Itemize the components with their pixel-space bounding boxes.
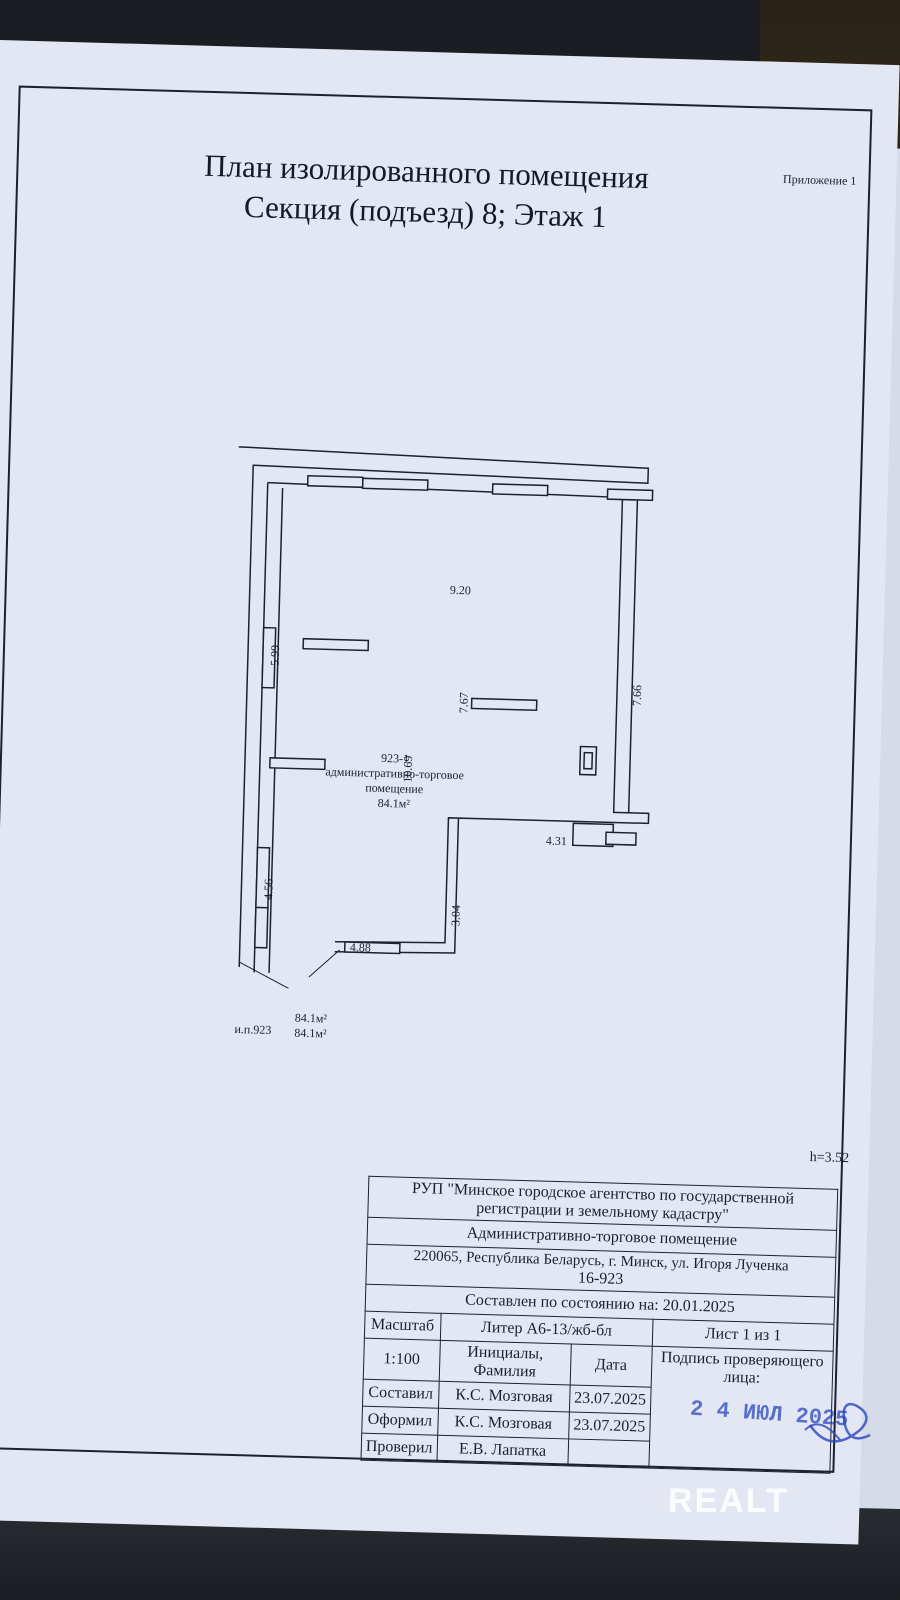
outer-walls xyxy=(238,446,650,973)
height-note: h=3.52 xyxy=(809,1150,850,1167)
role: Проверил xyxy=(360,1433,438,1463)
person-name: Е.В. Лапатка xyxy=(436,1435,569,1466)
room-label: 923-1 административно-торговое помещение… xyxy=(309,749,481,814)
role: Оформил xyxy=(361,1406,439,1436)
scale-label: Масштаб xyxy=(364,1311,441,1341)
dim-inner-center: 7.67 xyxy=(456,692,471,714)
scale-value: 1:100 xyxy=(363,1338,441,1382)
watermark: REALT xyxy=(668,1482,789,1520)
windows xyxy=(253,474,654,955)
dim-step-width: 4.31 xyxy=(545,833,568,849)
sign-date: 23.07.2025 xyxy=(568,1411,651,1442)
dim-bottom-width: 4.88 xyxy=(349,940,371,955)
dim-left-lower: 4.56 xyxy=(261,878,276,901)
sign-date: 23.07.2025 xyxy=(569,1384,651,1415)
dim-left-upper: 5.99 xyxy=(267,644,283,667)
col-initials: Инициалы, Фамилия xyxy=(438,1340,572,1385)
dim-right-height: 7.66 xyxy=(629,684,645,707)
signature-mark xyxy=(804,1402,871,1443)
person-name: К.С. Мозговая xyxy=(437,1408,570,1439)
role: Составил xyxy=(362,1379,439,1409)
title-block-table: РУП "Минское городское агентство по госу… xyxy=(360,1176,838,1474)
appendix-label: Приложение 1 xyxy=(782,171,857,188)
callout-lines xyxy=(239,949,341,989)
dim-top-width: 9.20 xyxy=(449,582,472,598)
person-name: К.С. Мозговая xyxy=(438,1381,570,1412)
paper-sheet: Приложение 1 План изолированного помещен… xyxy=(0,40,900,1545)
explication-area-2: 84.1м² xyxy=(294,1025,327,1041)
col-date: Дата xyxy=(569,1343,653,1388)
title-block: РУП "Минское городское агентство по госу… xyxy=(360,1176,838,1474)
floor-plan xyxy=(238,446,654,989)
sign-date xyxy=(567,1438,650,1469)
dim-step-height: 3.04 xyxy=(448,904,464,927)
explication-label: и.п.923 xyxy=(234,1021,272,1037)
interior-elements xyxy=(269,637,637,848)
explication-area-1: 84.1м² xyxy=(294,1010,328,1026)
